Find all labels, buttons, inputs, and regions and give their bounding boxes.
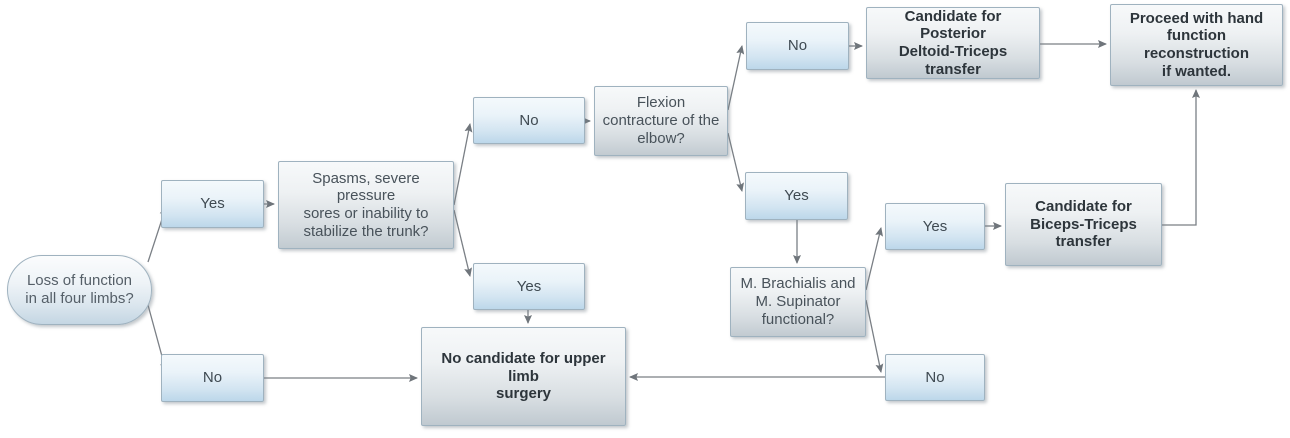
node-yes-flexion-contracture[interactable]: Yes <box>745 172 848 220</box>
node-posterior-deltoid-triceps-transfer-label: Candidate for Posterior Deltoid-Triceps … <box>898 7 1008 78</box>
edge-spasms-to-no2 <box>453 123 473 206</box>
edge-spasms-to-yes2 <box>453 209 473 277</box>
node-spasms-question[interactable]: Spasms, severe pressure sores or inabili… <box>278 161 454 249</box>
node-yes-brachialis-supinator-label: Yes <box>922 217 948 235</box>
node-flexion-contracture-question-label: Flexion contracture of the elbow? <box>602 94 720 147</box>
node-no-brachialis-supinator[interactable]: No <box>885 354 985 401</box>
node-no-loss-of-function[interactable]: No <box>161 354 264 402</box>
node-spasms-question-label: Spasms, severe pressure sores or inabili… <box>303 169 429 240</box>
node-yes-loss-of-function-label: Yes <box>200 195 225 213</box>
edge-biceps-to-proceed <box>1162 89 1200 226</box>
node-no-flexion-contracture[interactable]: No <box>746 22 849 70</box>
node-yes-spasms[interactable]: Yes <box>473 263 585 310</box>
node-proceed-hand-reconstruction-label: Proceed with hand function reconstructio… <box>1129 9 1264 80</box>
edge-flexion-to-no3 <box>727 45 745 111</box>
node-no-candidate-upper-limb-surgery-label: No candidate for upper limb surgery <box>441 349 606 403</box>
node-no-loss-of-function-label: No <box>202 369 223 387</box>
node-biceps-triceps-transfer-label: Candidate for Biceps-Triceps transfer <box>1030 197 1137 251</box>
node-flexion-contracture-question[interactable]: Flexion contracture of the elbow? <box>594 86 728 156</box>
node-proceed-hand-reconstruction[interactable]: Proceed with hand function reconstructio… <box>1110 4 1283 86</box>
node-brachialis-supinator-question-label: M. Brachialis and M. Supinator functiona… <box>740 275 856 328</box>
edge-brachialis-to-no4 <box>865 299 884 373</box>
node-no-spasms-label: No <box>519 111 539 129</box>
node-loss-of-function-label: Loss of function in all four limbs? <box>25 272 134 307</box>
node-yes-brachialis-supinator[interactable]: Yes <box>885 203 985 250</box>
node-no-flexion-contracture-label: No <box>787 37 808 55</box>
node-yes-loss-of-function[interactable]: Yes <box>161 180 264 228</box>
node-biceps-triceps-transfer[interactable]: Candidate for Biceps-Triceps transfer <box>1005 183 1162 266</box>
node-no-spasms[interactable]: No <box>473 97 585 144</box>
node-yes-spasms-label: Yes <box>516 277 542 295</box>
node-yes-flexion-contracture-label: Yes <box>784 187 809 205</box>
edge-flexion-to-yes3 <box>727 132 745 192</box>
edge-brachialis-to-yes4 <box>865 227 884 291</box>
node-loss-of-function[interactable]: Loss of function in all four limbs? <box>7 255 152 325</box>
node-posterior-deltoid-triceps-transfer[interactable]: Candidate for Posterior Deltoid-Triceps … <box>866 7 1040 79</box>
node-no-candidate-upper-limb-surgery[interactable]: No candidate for upper limb surgery <box>421 327 626 426</box>
node-no-brachialis-supinator-label: No <box>925 368 945 386</box>
node-brachialis-supinator-question[interactable]: M. Brachialis and M. Supinator functiona… <box>730 267 866 337</box>
